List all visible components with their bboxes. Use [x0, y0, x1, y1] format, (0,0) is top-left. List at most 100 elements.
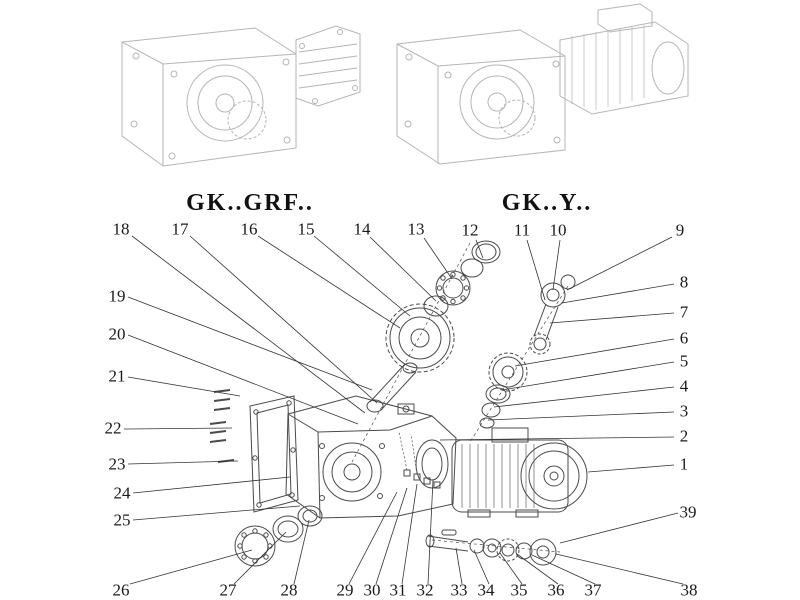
leader-line-17 — [189, 235, 378, 404]
leader-line-37 — [531, 554, 596, 585]
callout-20: 20 — [108, 324, 126, 344]
leader-line-19 — [127, 296, 373, 391]
leader-line-33 — [455, 547, 463, 585]
callout-25: 25 — [113, 510, 131, 530]
output-shaft-assembly — [425, 529, 557, 566]
callout-35: 35 — [510, 580, 528, 600]
callout-32: 32 — [416, 580, 434, 600]
leader-line-35 — [499, 552, 523, 585]
callout-21: 21 — [108, 366, 126, 386]
leader-line-28 — [293, 519, 310, 585]
leader-line-12 — [475, 239, 484, 259]
leader-line-6 — [514, 338, 675, 367]
leader-line-22 — [123, 427, 233, 430]
leader-line-9 — [566, 236, 673, 291]
leader-line-26 — [129, 549, 253, 585]
callout-5: 5 — [679, 351, 689, 371]
leader-line-5 — [501, 361, 675, 391]
callout-15: 15 — [297, 219, 315, 239]
leader-line-15 — [313, 235, 411, 317]
callout-8: 8 — [679, 272, 689, 292]
callout-31: 31 — [389, 580, 407, 600]
callout-24: 24 — [113, 483, 131, 503]
callout-19: 19 — [108, 286, 126, 306]
leader-line-20 — [127, 334, 359, 425]
leader-line-27 — [233, 531, 287, 585]
callout-11: 11 — [513, 220, 531, 240]
variant-title-gkgrf: GK..GRF.. — [186, 190, 314, 216]
leader-line-4 — [493, 386, 675, 408]
leader-line-16 — [257, 235, 401, 329]
callout-30: 30 — [363, 580, 381, 600]
input-pinion-shaft — [529, 274, 576, 355]
variant-title-gky: GK..Y.. — [501, 190, 593, 216]
leader-line-34 — [473, 549, 490, 585]
callout-29: 29 — [336, 580, 354, 600]
retaining-rings-top — [460, 240, 501, 278]
axis-guide-line — [351, 242, 471, 463]
leader-line-32 — [427, 479, 434, 585]
fastening-screws — [209, 389, 235, 463]
callout-16: 16 — [240, 219, 258, 239]
helical-gear-and-shaft — [366, 303, 455, 413]
leader-line-21 — [127, 376, 241, 397]
callout-37: 37 — [584, 580, 602, 600]
leader-line-18 — [131, 235, 366, 414]
leader-line-39 — [559, 512, 679, 544]
leader-lines — [123, 235, 684, 585]
callout-23: 23 — [108, 454, 126, 474]
gearbox-housing — [285, 395, 457, 519]
exploded-assembly — [209, 240, 588, 567]
leader-line-36 — [516, 553, 559, 585]
leader-line-31 — [401, 483, 418, 585]
callout-10: 10 — [549, 220, 567, 240]
callout-7: 7 — [679, 302, 689, 322]
leader-line-13 — [423, 237, 453, 280]
leader-line-24 — [132, 476, 291, 494]
callout-3: 3 — [679, 401, 689, 421]
leader-line-38 — [555, 553, 684, 585]
leader-line-23 — [127, 460, 239, 465]
callout-1: 1 — [679, 454, 689, 474]
leader-line-2 — [439, 436, 675, 441]
leader-line-25 — [132, 505, 301, 521]
callout-38: 38 — [680, 580, 698, 600]
gearbox-illustration-gkgrf — [121, 25, 361, 167]
callout-4: 4 — [679, 376, 689, 396]
leader-line-29 — [348, 491, 398, 585]
leader-line-8 — [561, 283, 675, 304]
flange-bolts-washers — [398, 431, 441, 489]
leader-line-11 — [526, 239, 546, 301]
callout-26: 26 — [112, 580, 130, 600]
leader-line-3 — [487, 411, 675, 421]
electric-motor — [451, 427, 588, 518]
leader-line-30 — [375, 487, 408, 585]
callout-22: 22 — [104, 418, 122, 438]
ball-bearing-upper — [435, 270, 471, 306]
callout-17: 17 — [171, 219, 189, 239]
callout-13: 13 — [407, 219, 425, 239]
callout-9: 9 — [675, 220, 685, 240]
leader-line-1 — [587, 464, 675, 473]
gearbox-illustration-gky — [396, 3, 689, 165]
callout-27: 27 — [219, 580, 237, 600]
leader-line-7 — [549, 312, 675, 324]
callout-36: 36 — [547, 580, 565, 600]
bearing-and-cover-rings — [234, 505, 323, 567]
callout-28: 28 — [280, 580, 298, 600]
leader-line-10 — [552, 239, 561, 291]
intermediate-gear-and-rings — [479, 352, 528, 429]
callout-33: 33 — [450, 580, 468, 600]
leader-line-14 — [369, 236, 437, 302]
callout-14: 14 — [353, 219, 371, 239]
callout-2: 2 — [679, 426, 689, 446]
callout-34: 34 — [477, 580, 495, 600]
callout-12: 12 — [461, 220, 479, 240]
axis-guide-line — [469, 285, 569, 443]
callout-39: 39 — [679, 502, 697, 522]
mounting-flange-plate — [249, 395, 299, 513]
callout-18: 18 — [112, 219, 130, 239]
callout-6: 6 — [679, 328, 689, 348]
